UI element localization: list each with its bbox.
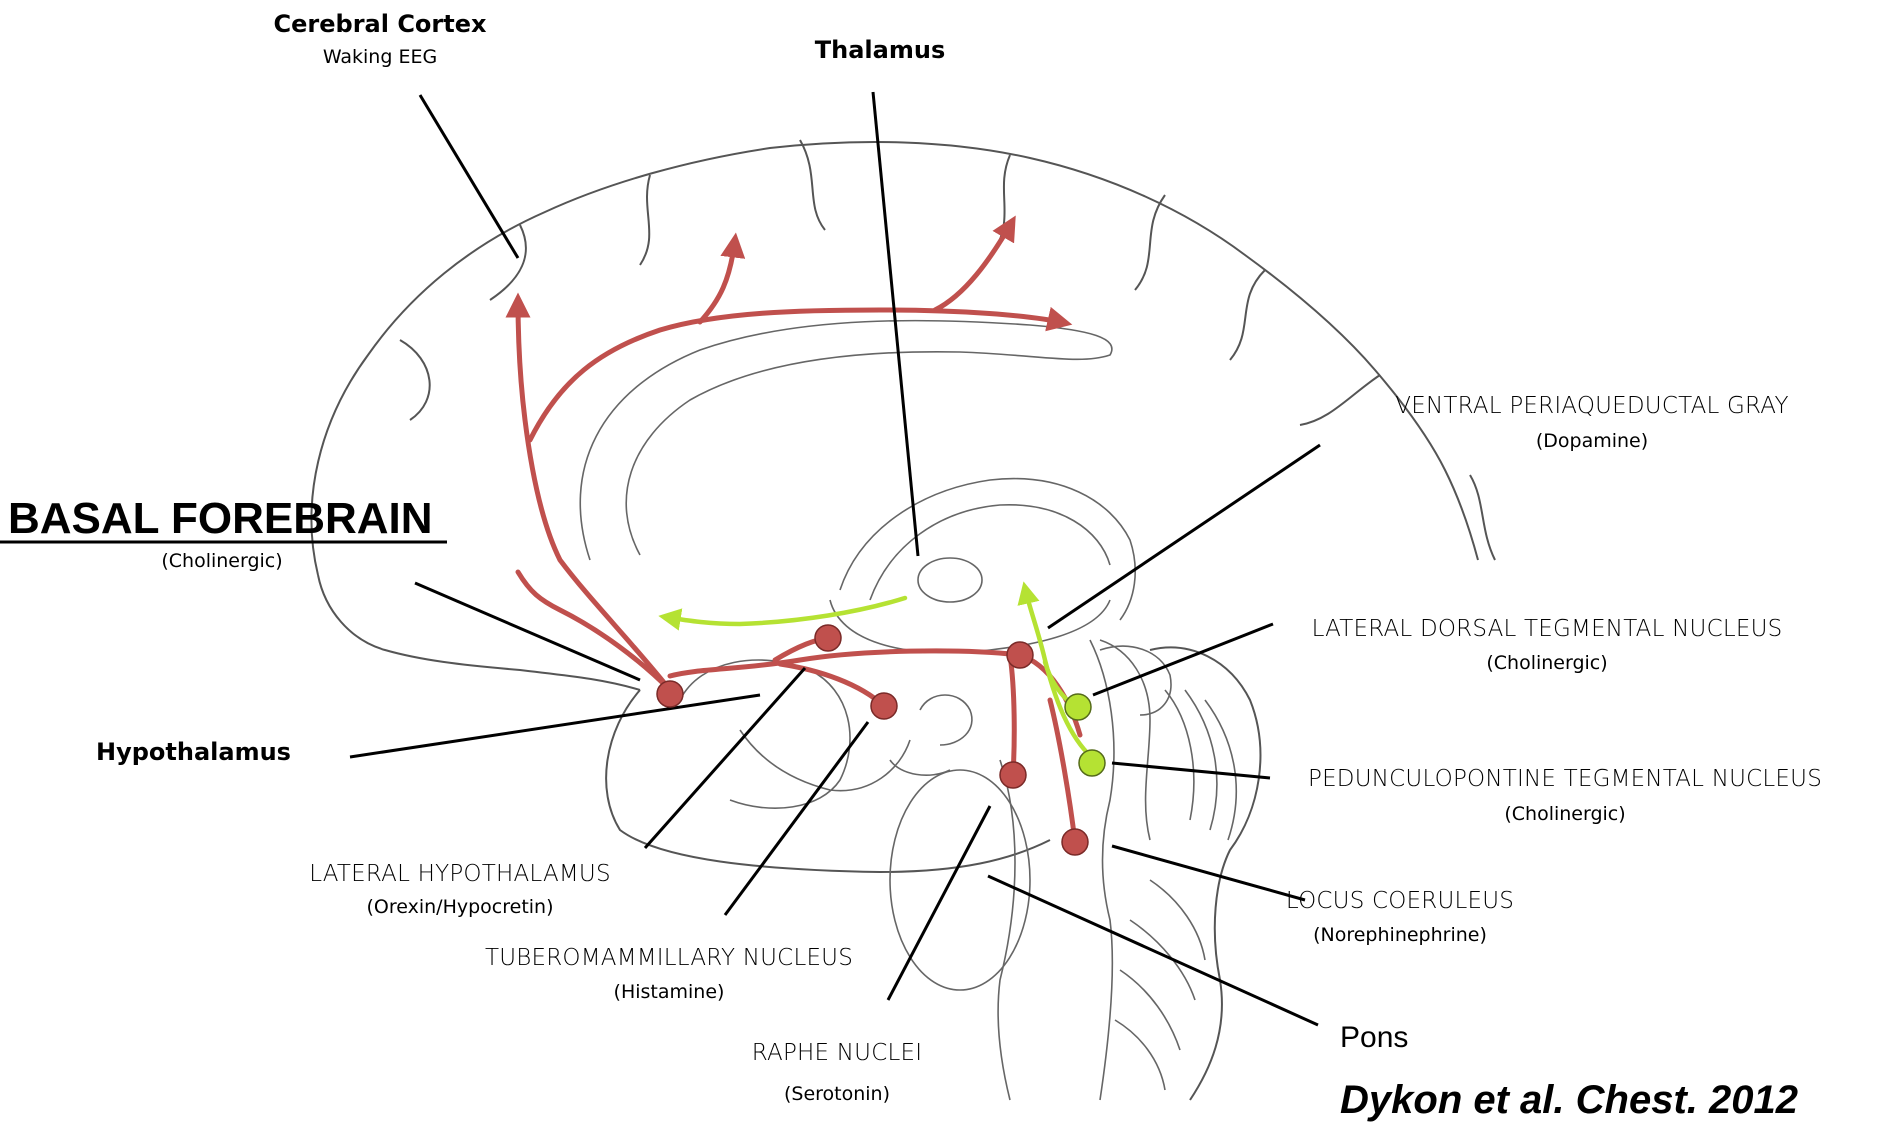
- nucleus-ldt: [1065, 694, 1091, 720]
- brainstem-front: [998, 760, 1015, 1100]
- leader-tmn: [725, 722, 868, 915]
- ldt-label: LATERAL DORSAL TEGMENTAL NUCLEUS: [1312, 618, 1783, 641]
- lateral-hypothalamus-label: LATERAL HYPOTHALAMUS: [309, 863, 611, 886]
- midbrain: [1090, 640, 1114, 1100]
- red-pathway-raphe: [1010, 655, 1014, 775]
- lc-label: LOCUS COERULEUS: [1286, 890, 1514, 913]
- vpag-label: VENTRAL PERIAQUEDUCTAL GRAY: [1395, 395, 1788, 418]
- leader-ppt: [1112, 763, 1270, 778]
- sulcus-5: [1135, 195, 1165, 290]
- nucleus-tuberomammillary: [871, 693, 897, 719]
- raphe-label: RAPHE NUCLEI: [752, 1042, 922, 1065]
- temporal-lobe: [606, 690, 1050, 872]
- ldt-sublabel: (Cholinergic): [1486, 654, 1607, 673]
- folia-4: [1150, 880, 1205, 960]
- leader-vpag: [1048, 445, 1320, 628]
- corpus-callosum: [580, 321, 1112, 560]
- raphe-sublabel: (Serotonin): [784, 1085, 890, 1104]
- frontal-lower: [318, 575, 640, 690]
- nuclei: [657, 625, 1105, 855]
- hypothalamus-label: Hypothalamus: [96, 740, 291, 764]
- folia-3: [1205, 700, 1236, 840]
- folia-1: [1165, 690, 1194, 820]
- nucleus-raphe: [1000, 762, 1026, 788]
- tmn-sublabel: (Histamine): [614, 983, 725, 1002]
- pons-label: Pons: [1340, 1023, 1408, 1053]
- cerebellum: [1115, 647, 1260, 1100]
- basal-forebrain-sublabel: (Cholinergic): [161, 552, 282, 571]
- thalamus-label: Thalamus: [815, 38, 945, 62]
- leader-ldt: [1093, 624, 1273, 695]
- cerebellum-outline: [1150, 647, 1260, 1100]
- hypothalamus-shape: [680, 660, 850, 808]
- leader-cortex: [420, 95, 518, 258]
- folia-6: [1120, 970, 1180, 1050]
- nucleus-ppt: [1079, 750, 1105, 776]
- vpag-sublabel: (Dopamine): [1536, 432, 1648, 451]
- leader-hypothalamus: [350, 695, 760, 757]
- sulcus-3: [800, 140, 825, 230]
- sulcus-7: [400, 340, 430, 420]
- red-pathway-lc: [1050, 700, 1075, 842]
- fornix-inner: [870, 505, 1110, 600]
- leader-pons: [988, 876, 1318, 1025]
- green-pathway-thalamic: [665, 598, 905, 624]
- leader-raphe: [888, 806, 990, 1000]
- citation: Dykon et al. Chest. 2012: [1340, 1080, 1798, 1120]
- lc-sublabel: (Norephinephrine): [1313, 926, 1487, 945]
- thalamus-center: [918, 558, 982, 602]
- red-pathways: [518, 222, 1080, 842]
- cortex-label: Cerebral Cortex: [274, 12, 487, 36]
- green-pathways: [665, 588, 1095, 760]
- folia-5: [1130, 920, 1195, 1000]
- sulcus-6: [1230, 270, 1265, 360]
- nucleus-locus-coeruleus: [1062, 829, 1088, 855]
- nucleus-basal-forebrain: [657, 681, 683, 707]
- ppt-sublabel: (Cholinergic): [1504, 805, 1625, 824]
- red-pathway-up-mid: [700, 240, 735, 322]
- mammillary: [920, 695, 972, 745]
- red-pathway-arc: [530, 310, 1065, 440]
- sulcus-8: [1300, 375, 1380, 425]
- nucleus-vpag: [1007, 642, 1033, 668]
- folia-7: [1115, 1020, 1165, 1090]
- red-pathway-tmn: [780, 664, 884, 706]
- brain-outline: [311, 140, 1495, 872]
- ppt-label: PEDUNCULOPONTINE TEGMENTAL NUCLEUS: [1308, 768, 1822, 791]
- lateral-hypothalamus-sublabel: (Orexin/Hypocretin): [366, 898, 553, 917]
- nucleus-lateral-hypothalamus: [815, 625, 841, 651]
- tmn-label: TUBEROMAMMILLARY NUCLEUS: [485, 947, 853, 970]
- leader-basal-forebrain: [415, 583, 640, 680]
- leader-thalamus: [873, 92, 918, 556]
- leader-lc: [1112, 846, 1305, 900]
- sulcus-2: [640, 175, 650, 265]
- cortex-sublabel: Waking EEG: [323, 48, 437, 67]
- basal-forebrain-label: BASAL FOREBRAIN: [8, 497, 433, 541]
